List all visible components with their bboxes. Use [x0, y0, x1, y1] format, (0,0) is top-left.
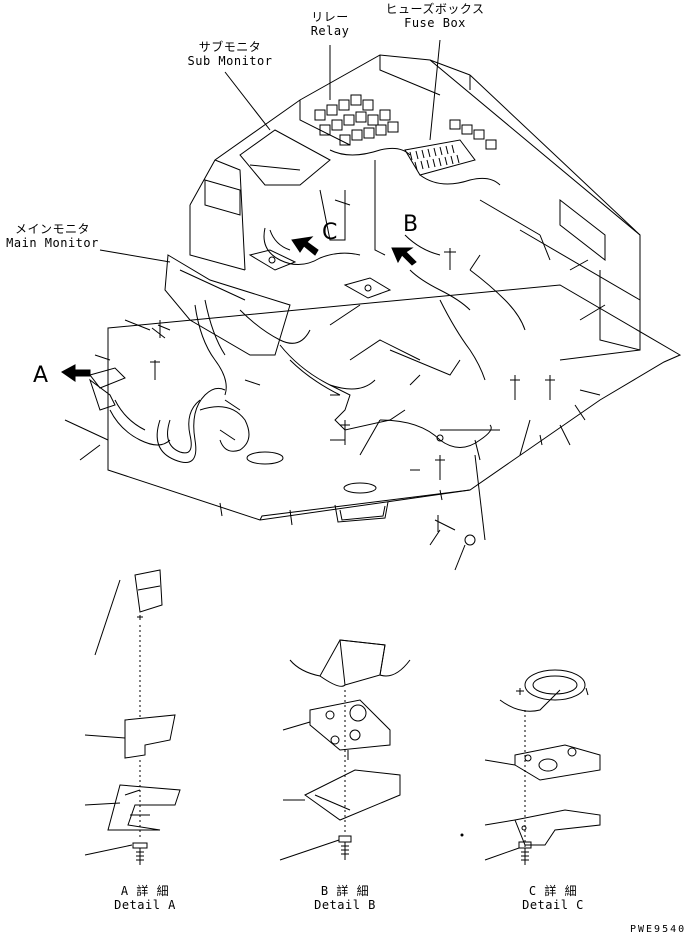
main-monitor-label-jp: メインモニタ: [14, 222, 90, 236]
detail-c-caption-en: Detail C: [522, 898, 584, 912]
sub-monitor-label: サブモニタ Sub Monitor: [180, 40, 280, 68]
detail-a-drawing: [84, 569, 181, 865]
sub-monitor-label-jp: サブモニタ: [198, 40, 262, 54]
relay-label-en: Relay: [310, 24, 350, 38]
detail-b-caption: B 詳 細 Detail B: [300, 884, 390, 912]
detail-b-caption-en: Detail B: [314, 898, 376, 912]
floor-plate: [107, 284, 682, 526]
detail-c-caption: C 詳 細 Detail C: [508, 884, 598, 912]
detail-b-caption-jp: B 詳 細: [320, 884, 370, 898]
main-monitor: [164, 254, 291, 356]
callout-arrows: [61, 236, 417, 382]
detail-c-caption-jp: C 詳 細: [528, 884, 578, 898]
detail-a-caption: A 詳 細 Detail A: [100, 884, 190, 912]
main-monitor-label-en: Main Monitor: [6, 236, 99, 250]
bolts-main: [150, 248, 555, 546]
label-leaders: [99, 39, 441, 263]
callout-a: A: [33, 363, 49, 388]
callout-b: B: [403, 212, 419, 237]
wire-harness: [89, 227, 526, 463]
figure-number: PWE9540: [630, 924, 687, 935]
callout-c: C: [322, 220, 338, 245]
relay-label-jp: リレー: [311, 10, 349, 24]
sub-monitor: [239, 129, 331, 186]
detail-b-drawing: [279, 639, 411, 861]
fuse-box-label: ヒューズボックス Fuse Box: [365, 2, 505, 30]
fuse-box-label-en: Fuse Box: [404, 16, 466, 30]
fuse-box: [404, 119, 501, 186]
relay-cluster: [314, 94, 411, 156]
fuse-box-label-jp: ヒューズボックス: [385, 2, 485, 16]
sub-monitor-label-en: Sub Monitor: [187, 54, 273, 68]
detail-brackets-main: [89, 249, 392, 389]
detail-a-caption-jp: A 詳 細: [120, 884, 170, 898]
leader-lines: [64, 234, 606, 656]
relay-label: リレー Relay: [300, 10, 360, 38]
main-monitor-label: メインモニタ Main Monitor: [0, 222, 105, 250]
detail-a-caption-en: Detail A: [114, 898, 176, 912]
detail-c-drawing: [460, 669, 601, 865]
